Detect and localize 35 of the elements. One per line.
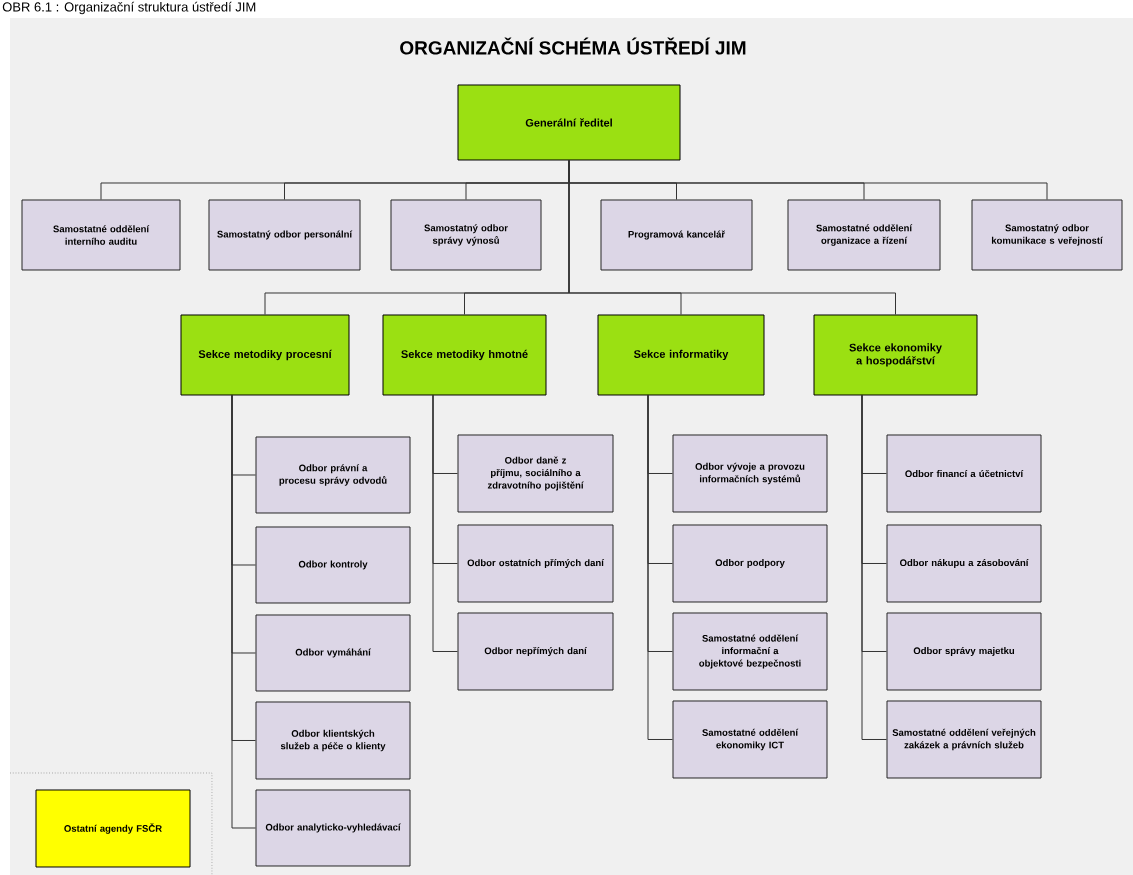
- section-box: Sekce metodiky hmotné: [382, 314, 547, 396]
- department-box: Odbor ostatních přímých daní: [457, 524, 614, 603]
- agenda-box: Ostatní agendy FSČR: [35, 789, 191, 868]
- department-box: Samostatné oddělení interního auditu: [21, 199, 181, 271]
- department-box: Odbor daně z příjmu, sociálního a zdravotního pojištění: [457, 434, 614, 513]
- department-box: Odbor vymáhání: [255, 614, 411, 692]
- department-box: Odbor analyticko-vyhledávací: [255, 789, 411, 867]
- department-box: Samostatné oddělení informační a objektové bezpečnosti: [672, 612, 828, 691]
- department-box: Odbor nepřímých daní: [457, 612, 614, 691]
- section-box: Sekce ekonomiky a hospodářství: [813, 314, 978, 396]
- section-box: Sekce metodiky procesní: [180, 314, 350, 396]
- connector-line: [231, 394, 256, 829]
- department-box: Odbor správy majetku: [886, 612, 1042, 691]
- department-box: Samostatný odbor správy výnosů: [390, 199, 542, 271]
- connector-line: [647, 394, 673, 740]
- director-box: Generální ředitel: [457, 84, 681, 161]
- department-box: Odbor nákupu a zásobování: [886, 524, 1042, 603]
- department-box: Odbor právní a procesu správy odvodů: [255, 436, 411, 514]
- department-box: Samostatný odbor personální: [208, 199, 361, 271]
- connector-line: [432, 394, 458, 652]
- department-box: Odbor vývoje a provozu informačních systémů: [672, 434, 828, 513]
- figure-caption: OBR 6.1 : Organizační struktura ústředí JIM: [2, 1, 256, 15]
- department-box: Samostatné oddělení organizace a řízení: [787, 199, 941, 271]
- department-box: Odbor financí a účetnictví: [886, 434, 1042, 513]
- section-box: Sekce informatiky: [597, 314, 765, 396]
- connector-line: [861, 394, 887, 740]
- diagram-title: ORGANIZAČNÍ SCHÉMA ÚSTŘEDÍ JIM: [400, 37, 746, 55]
- department-box: Odbor klientských služeb a péče o klienty: [255, 701, 411, 780]
- connector-line: [568, 160, 896, 315]
- department-box: Samostatné oddělení ekonomiky ICT: [672, 700, 828, 779]
- department-box: Samostatné oddělení veřejných zakázek a právních služeb: [886, 700, 1042, 779]
- department-box: Odbor kontroly: [255, 526, 411, 604]
- department-box: Odbor podpory: [672, 524, 828, 603]
- department-box: Samostatný odbor komunikace s veřejností: [971, 199, 1123, 271]
- department-box: Programová kancelář: [600, 199, 753, 271]
